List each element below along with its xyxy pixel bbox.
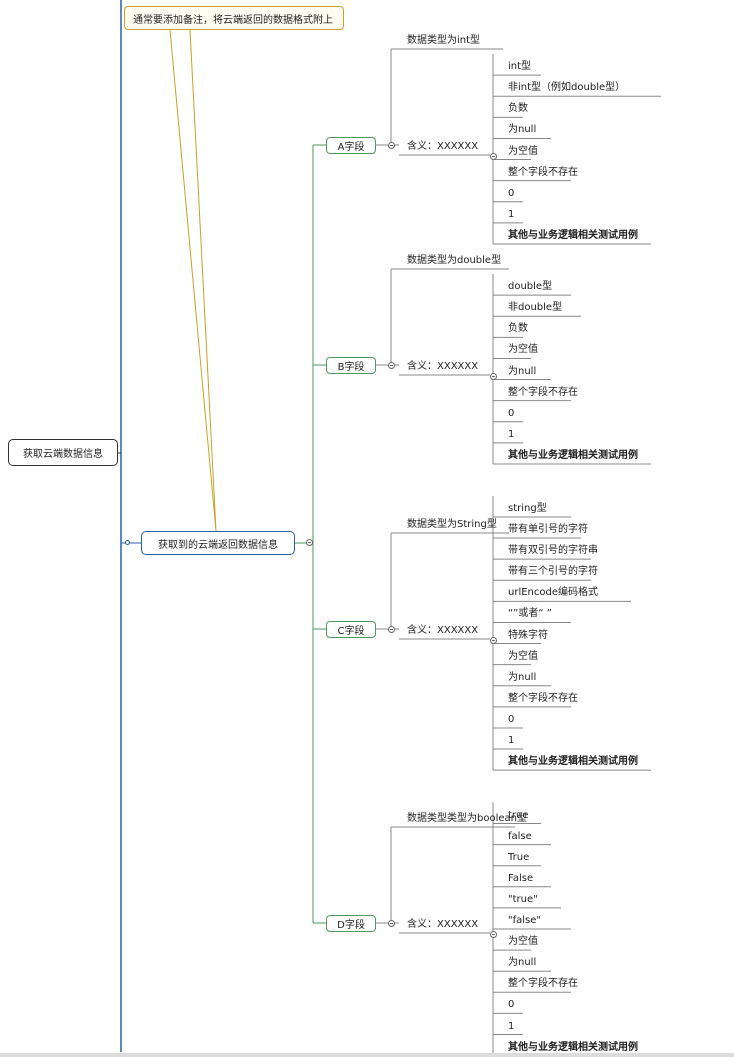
test-case: double型	[508, 281, 553, 293]
root-topic-label: 获取云端数据信息	[23, 449, 103, 460]
field-node-label: C字段	[337, 626, 365, 637]
test-case: 为空值	[508, 145, 538, 157]
test-case: 特殊字符	[508, 629, 548, 641]
field-node-label: B字段	[337, 362, 365, 373]
field-node[interactable]: C字段	[326, 621, 376, 638]
data-type-label: 数据类型为String型	[407, 519, 497, 530]
test-case: 非double型	[508, 302, 563, 314]
meaning-label: 含义：XXXXXX	[407, 361, 479, 372]
test-case: false	[508, 830, 532, 842]
test-case: true	[508, 809, 529, 821]
test-case: 为null	[508, 671, 537, 683]
field-node-label: A字段	[337, 142, 365, 153]
test-case: "true"	[508, 893, 538, 905]
test-case: 带有三个引号的字符	[508, 566, 598, 578]
test-case: 0	[508, 187, 515, 199]
note-text: 通常要添加备注，将云端返回的数据格式附上	[133, 14, 333, 26]
meaning-label: 含义：XXXXXX	[407, 919, 479, 930]
meaning-label: 含义：XXXXXX	[407, 625, 479, 636]
test-case: string型	[508, 502, 547, 514]
main-topic-collapse-toggle[interactable]	[306, 539, 313, 546]
test-case: 整个字段不存在	[508, 386, 578, 398]
root-topic[interactable]: 获取云端数据信息	[8, 439, 118, 466]
test-case: 整个字段不存在	[508, 692, 578, 704]
field-node[interactable]: A字段	[326, 137, 376, 154]
test-case-other: 其他与业务逻辑相关测试用例	[508, 756, 638, 768]
test-case-other: 其他与业务逻辑相关测试用例	[508, 229, 638, 241]
test-case: 1	[508, 428, 515, 440]
test-case: 整个字段不存在	[508, 978, 578, 990]
field-collapse-toggle[interactable]	[388, 362, 395, 369]
field-node[interactable]: D字段	[326, 915, 376, 932]
test-case: 为空值	[508, 650, 538, 662]
test-case: True	[508, 851, 530, 863]
leaf-collapse-toggle[interactable]	[490, 153, 497, 160]
field-collapse-toggle[interactable]	[388, 626, 395, 633]
data-type-label: 数据类型类型为boolean型	[407, 813, 527, 824]
test-case: 为null	[508, 124, 537, 136]
test-case: 为空值	[508, 936, 538, 948]
data-type-label: 数据类型为int型	[407, 35, 481, 46]
test-case: 0	[508, 713, 515, 725]
main-topic[interactable]: 获取到的云端返回数据信息	[141, 531, 295, 555]
field-collapse-toggle[interactable]	[388, 920, 395, 927]
test-case: 为null	[508, 365, 537, 377]
test-case: 为null	[508, 957, 537, 969]
test-case: 1	[508, 208, 515, 220]
test-case: 0	[508, 407, 515, 419]
main-topic-connector-dot	[125, 540, 130, 545]
test-case: 1	[508, 1020, 515, 1032]
test-case: 带有双引号的字符串	[508, 545, 598, 557]
test-case-other: 其他与业务逻辑相关测试用例	[508, 449, 638, 461]
data-type-label: 数据类型为double型	[407, 255, 502, 266]
main-topic-label: 获取到的云端返回数据信息	[158, 539, 278, 551]
test-case: "false"	[508, 915, 541, 926]
note-pointer	[169, 29, 217, 532]
test-case: 0	[508, 999, 515, 1011]
leaf-collapse-toggle[interactable]	[490, 373, 497, 380]
test-case: 带有单引号的字符	[508, 524, 588, 536]
field-collapse-toggle[interactable]	[388, 142, 395, 149]
note-callout[interactable]: 通常要添加备注，将云端返回的数据格式附上	[124, 6, 344, 30]
test-case: urlEncode编码格式	[508, 587, 598, 599]
field-node-label: D字段	[337, 920, 365, 931]
test-case: int型	[508, 61, 532, 73]
test-case: 为空值	[508, 344, 538, 356]
test-case: False	[508, 872, 534, 884]
test-case: 1	[508, 735, 515, 747]
test-case: 整个字段不存在	[508, 166, 578, 178]
test-case: “”或者“ ”	[508, 608, 552, 620]
leaf-collapse-toggle[interactable]	[490, 931, 497, 938]
meaning-label: 含义：XXXXXX	[407, 141, 479, 152]
test-case: 负数	[508, 103, 528, 115]
field-node[interactable]: B字段	[326, 357, 376, 374]
bottom-scrollbar[interactable]	[0, 1053, 734, 1057]
leaf-collapse-toggle[interactable]	[490, 637, 497, 644]
test-case-other: 其他与业务逻辑相关测试用例	[508, 1041, 638, 1053]
test-case: 负数	[508, 323, 528, 335]
test-case: 非int型（例如double型）	[508, 82, 626, 94]
